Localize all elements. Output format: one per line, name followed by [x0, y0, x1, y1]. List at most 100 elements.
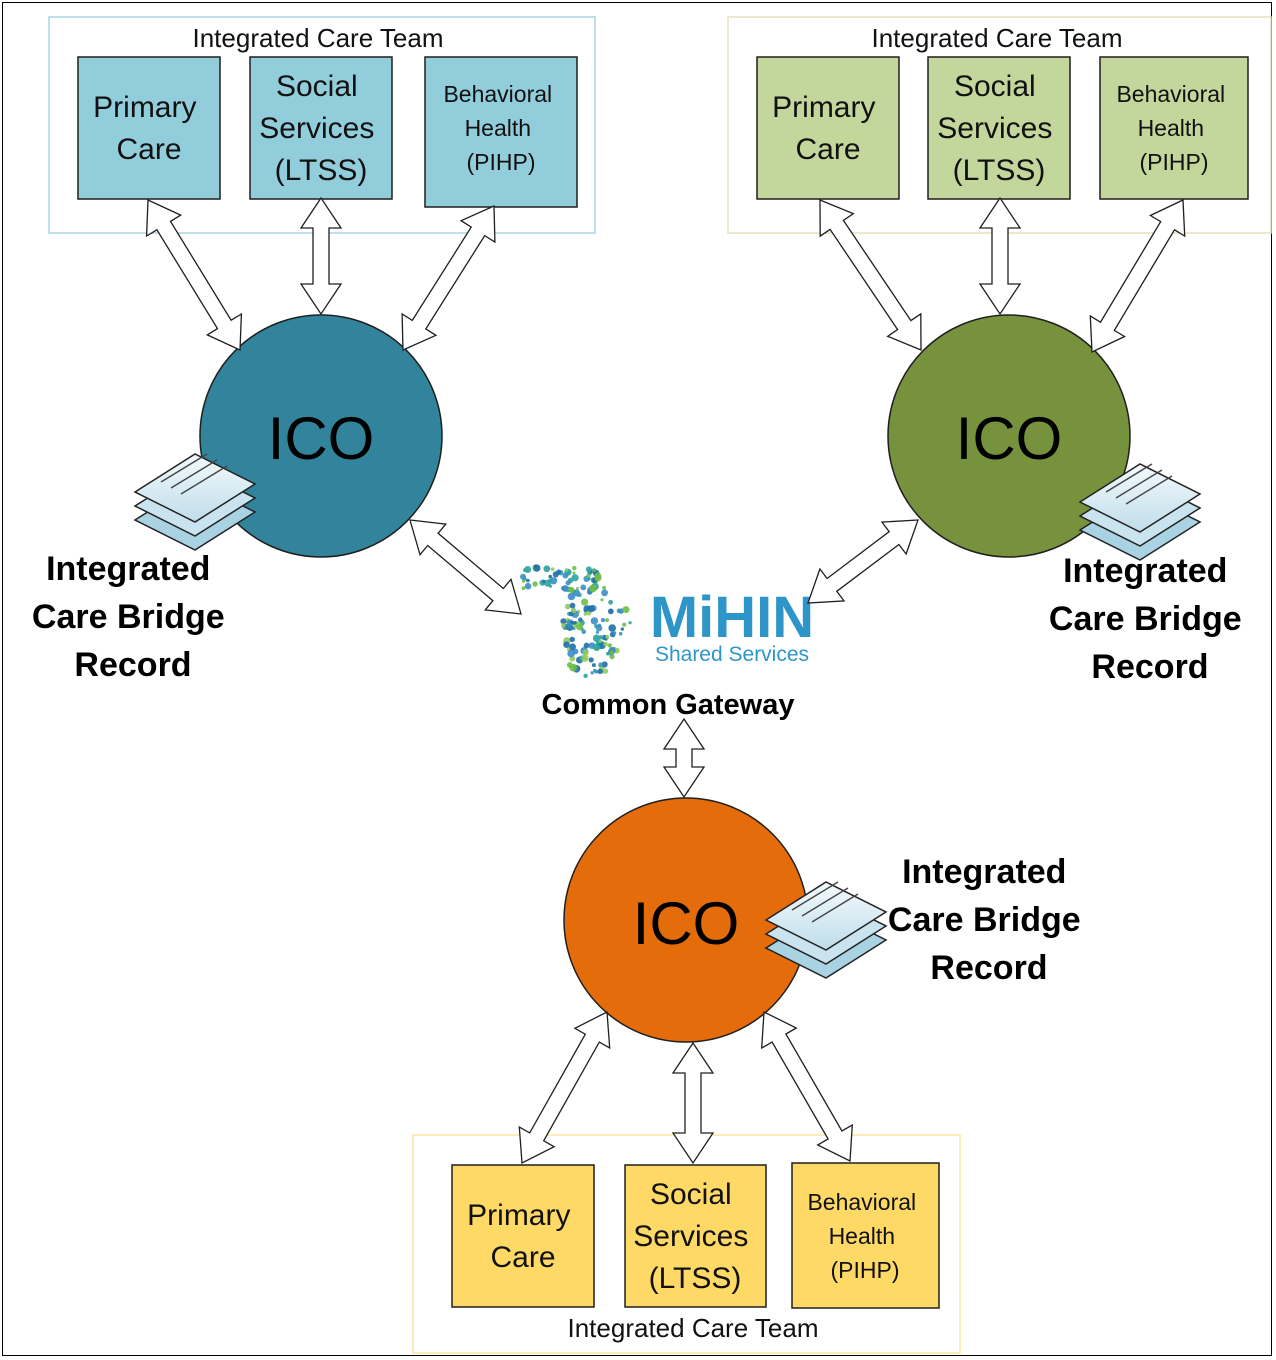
ico-label-green: ICO	[956, 405, 1063, 472]
map-dot	[533, 564, 541, 572]
box-label-behavioral-health-orange: Behavioral Health (PIHP)	[807, 1189, 922, 1283]
record-label-green: Integrated Care Bridge Record	[1049, 552, 1251, 686]
map-dot	[607, 643, 612, 648]
map-dot	[581, 654, 589, 662]
map-dot	[583, 673, 588, 678]
document-stack-icon	[1078, 463, 1202, 561]
map-dot	[524, 566, 532, 573]
map-dot	[609, 650, 614, 655]
team-label-orange: Integrated Care Team	[568, 1313, 819, 1343]
document-stack-icon	[764, 881, 888, 979]
box-label-social-services-green: Social Services (LTSS)	[937, 70, 1060, 187]
box-label-social-services-blue: Social Services (LTSS)	[259, 70, 382, 187]
arrow-behavioral-health-to-ico-green	[1089, 198, 1186, 354]
map-dot	[601, 589, 608, 597]
map-dot	[591, 663, 596, 668]
map-dot	[589, 584, 597, 593]
map-dot	[590, 617, 599, 625]
map-dot	[520, 573, 526, 580]
map-dot	[598, 662, 603, 668]
box-social-services-green	[927, 56, 1071, 200]
map-dot	[569, 643, 576, 651]
box-primary-care-orange	[451, 1164, 595, 1308]
map-dot	[570, 620, 574, 625]
map-dot	[587, 577, 591, 581]
map-dot	[564, 568, 569, 572]
ico-label-blue: ICO	[268, 405, 375, 472]
map-dot	[521, 579, 526, 583]
arrow-primary-care-to-ico-orange	[518, 1010, 611, 1165]
hub-caption: Common Gateway	[542, 689, 795, 721]
map-dot	[576, 620, 581, 625]
map-dot	[575, 623, 584, 631]
map-dot	[561, 585, 569, 592]
map-dot	[560, 618, 567, 625]
box-label-primary-care-blue: Primary Care	[93, 91, 205, 166]
map-dot	[581, 598, 589, 606]
map-dot	[575, 586, 580, 591]
map-dot	[620, 627, 624, 631]
map-dot	[616, 608, 622, 614]
box-behavioral-health-green	[1099, 56, 1249, 200]
map-dot	[586, 574, 591, 579]
team-group-green: Integrated Care Team Primary Care Social…	[727, 16, 1272, 686]
box-label-behavioral-health-blue: Behavioral Health (PIHP)	[443, 81, 558, 175]
box-label-primary-care-orange: Primary Care	[467, 1199, 579, 1274]
map-dot	[569, 636, 575, 643]
map-dot	[569, 663, 578, 672]
team-group-orange: Integrated Care Team Primary Care Social…	[412, 797, 1090, 1354]
map-dot	[526, 578, 530, 583]
map-dot	[544, 579, 552, 587]
map-dot	[566, 625, 570, 629]
michigan-map-icon	[520, 564, 632, 678]
map-dot	[600, 598, 604, 602]
map-dot	[583, 612, 587, 616]
map-dot	[622, 606, 630, 614]
map-dot	[592, 569, 596, 573]
map-dot	[572, 565, 577, 571]
map-dot	[561, 623, 566, 628]
box-primary-care-green	[756, 56, 900, 200]
map-dot	[597, 668, 603, 674]
map-dot	[550, 567, 555, 571]
map-dot	[622, 622, 627, 627]
box-label-behavioral-health-green: Behavioral Health (PIHP)	[1116, 81, 1231, 175]
map-dot	[595, 624, 603, 632]
map-dot	[598, 639, 602, 644]
map-dot	[568, 587, 573, 592]
map-dot	[562, 572, 569, 579]
map-dot	[567, 649, 575, 658]
map-dot	[564, 603, 571, 610]
arrow-primary-care-to-ico-blue	[145, 199, 243, 351]
box-social-services-blue	[249, 56, 393, 200]
hub-group: MiHIN Shared Services Common Gateway	[520, 564, 814, 721]
map-dot	[595, 630, 600, 634]
map-dot	[556, 569, 562, 575]
map-dot	[543, 565, 551, 573]
mihin-logo-subtext: Shared Services	[655, 643, 809, 666]
team-label-green: Integrated Care Team	[872, 23, 1123, 53]
ico-circle-green	[887, 314, 1131, 558]
map-dot	[569, 602, 576, 609]
arrow-gateway-to-ico-orange	[662, 717, 706, 799]
map-dot	[521, 586, 526, 591]
map-dot	[604, 618, 610, 623]
map-dot	[601, 661, 608, 668]
arrow-ico-blue-to-gateway	[409, 519, 522, 615]
box-label-primary-care-green: Primary Care	[772, 91, 884, 166]
arrow-behavioral-health-to-ico-orange	[760, 1010, 854, 1163]
record-label-orange: Integrated Care Bridge Record	[888, 853, 1090, 987]
map-dot	[563, 641, 570, 648]
box-behavioral-health-orange	[791, 1162, 940, 1309]
map-dot	[594, 572, 602, 579]
team-group-blue: Integrated Care Team Primary Care Social…	[32, 16, 596, 684]
box-behavioral-health-blue	[424, 56, 578, 208]
map-dot	[598, 635, 604, 640]
map-dot	[605, 635, 610, 639]
map-dot	[565, 580, 571, 586]
map-dot	[571, 607, 577, 614]
map-dot	[602, 585, 606, 590]
map-dot	[569, 655, 576, 662]
